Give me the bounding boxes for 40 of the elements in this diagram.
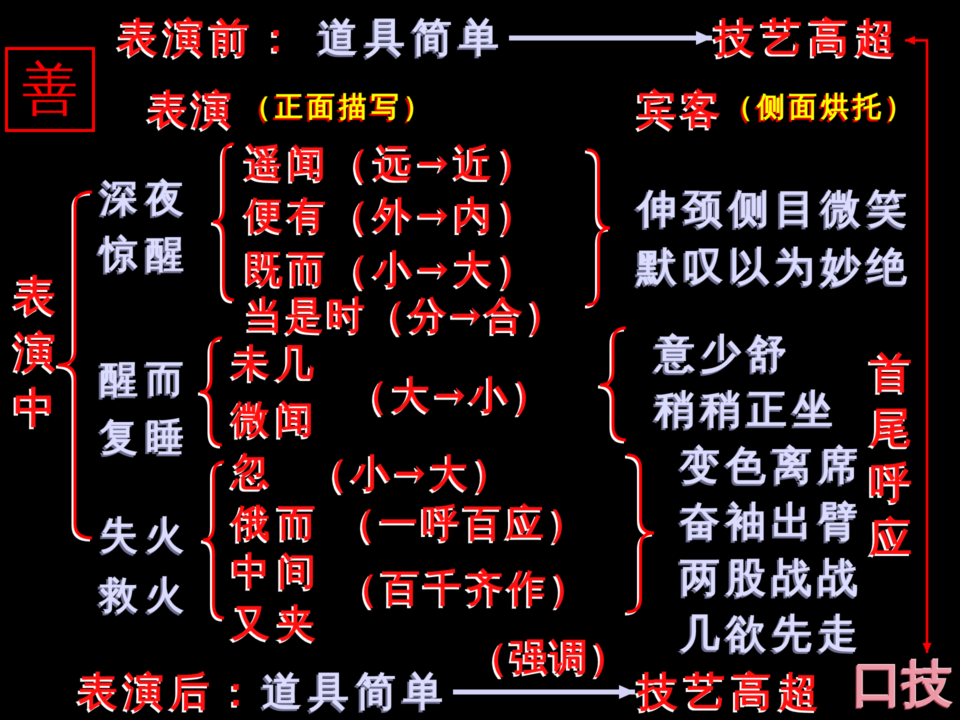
reaction-text: 默叹以为妙绝 [637, 243, 913, 291]
phrase-text: 又夹 [232, 600, 324, 646]
stage-heading: 表演前： [118, 14, 302, 62]
reaction-text: 奋袖出臂 [680, 498, 864, 546]
phrase-text: 技艺高超 [715, 14, 903, 62]
phrase-text: 未几 [232, 340, 320, 386]
reaction-text: 意少舒 [655, 330, 793, 378]
scene-label: 深夜惊醒 [100, 174, 193, 278]
phrase-text: 中间 [232, 548, 324, 594]
phrase-text: 便有（外→内） [245, 192, 540, 238]
column-note: （侧面烘托） [725, 90, 917, 124]
phrase-text: 技艺高超 [638, 668, 826, 716]
arrow [905, 36, 932, 653]
reaction-text: 伸颈侧目微笑 [637, 185, 913, 233]
phrase-text: 当是时（分→合） [245, 292, 567, 338]
scene-label: 醒而复睡 [100, 355, 193, 461]
phrase-text: （一呼百应） [338, 500, 590, 546]
phrase-text: 微闻 [232, 396, 320, 442]
scene-label: 失火救火 [100, 511, 193, 619]
reaction-text: 稍稍正坐 [655, 386, 839, 434]
phrase-text: 道具简单 [318, 14, 506, 62]
phrase-text: 遥闻（远→近） [245, 140, 540, 186]
character-box: 善 [5, 47, 95, 132]
phrase-text: 忽 [232, 448, 270, 494]
phrase-text: （大→小） [350, 372, 554, 418]
arrow [509, 31, 712, 45]
column-note: （正面描写） [243, 90, 435, 124]
stage-heading: 表演后： [78, 668, 262, 716]
phrase-text: 俄而 [232, 500, 324, 546]
vertical-heading: 表演中 [14, 270, 57, 434]
phrase-text: （百千齐作） [340, 565, 592, 611]
reaction-text: 两股战战 [680, 554, 864, 602]
reaction-text: 变色离席 [680, 442, 864, 490]
phrase-text: 道具简单 [262, 668, 450, 716]
phrase-text: （小→大） [310, 450, 514, 496]
column-heading: 宾客 [637, 86, 725, 134]
arrow [453, 685, 635, 699]
phrase-text: 既而（小→大） [245, 246, 540, 292]
column-heading: 表演 [148, 86, 236, 134]
note-text: （强调） [470, 634, 630, 680]
